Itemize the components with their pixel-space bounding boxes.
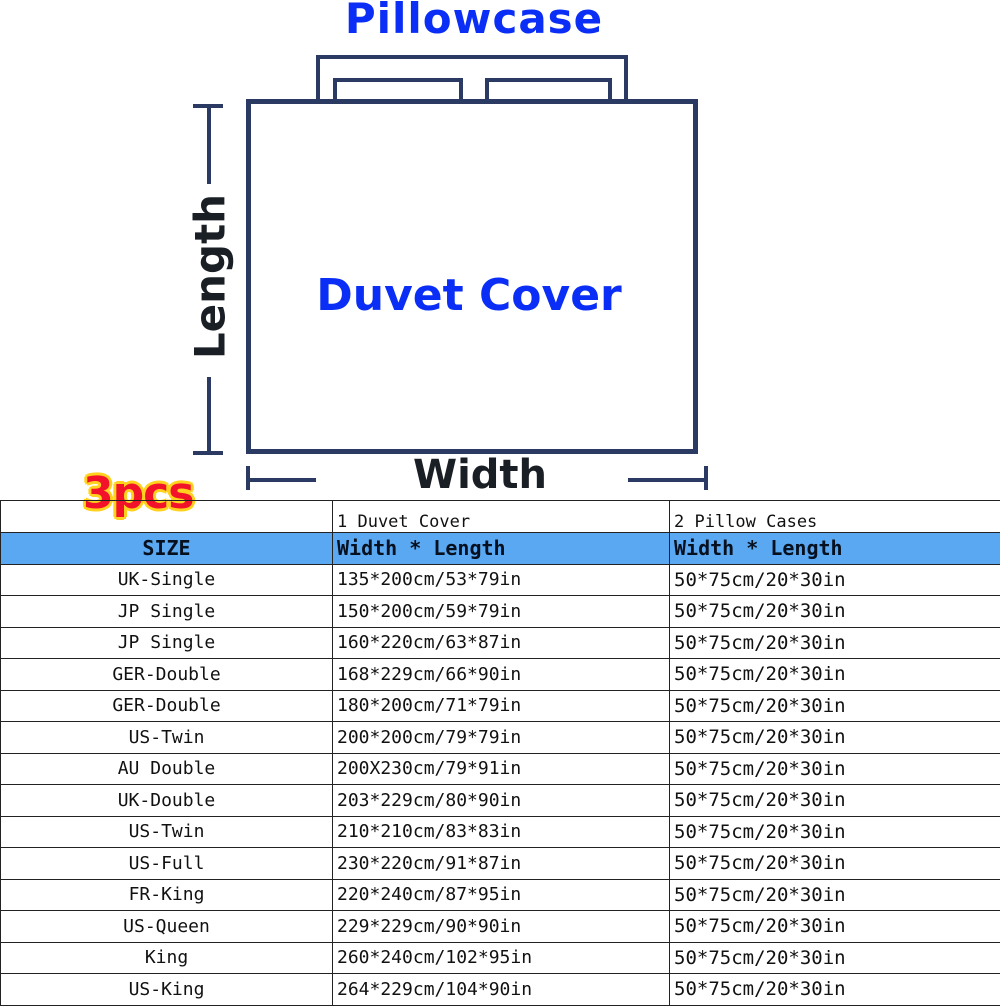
length-arrow-bottom-cap: [193, 451, 223, 455]
pillow-size-cell: 50*75cm/20*30in: [670, 879, 1000, 911]
duvet-size-cell: 135*200cm/53*79in: [333, 564, 670, 596]
pillow-size-cell: 50*75cm/20*30in: [670, 942, 1000, 974]
top-cell-pillow: 2 Pillow Cases: [670, 501, 1000, 533]
header-pillow-dimensions: Width * Length: [670, 533, 1000, 565]
size-cell: JP Single: [1, 627, 333, 659]
pillow-size-cell: 50*75cm/20*30in: [670, 816, 1000, 848]
duvet-size-cell: 150*200cm/59*79in: [333, 596, 670, 628]
size-table: 1 Duvet Cover 2 Pillow Cases SIZE Width …: [0, 500, 1000, 1006]
size-cell: US-Queen: [1, 911, 333, 943]
width-arrow-left: [246, 478, 316, 482]
top-cell-duvet: 1 Duvet Cover: [333, 501, 670, 533]
duvet-size-cell: 264*229cm/104*90in: [333, 974, 670, 1006]
duvet-size-cell: 220*240cm/87*95in: [333, 879, 670, 911]
table-top-row: 1 Duvet Cover 2 Pillow Cases: [1, 501, 1000, 533]
pillow-size-cell: 50*75cm/20*30in: [670, 911, 1000, 943]
duvet-size-cell: 160*220cm/63*87in: [333, 627, 670, 659]
duvet-size-cell: 230*220cm/91*87in: [333, 848, 670, 880]
size-cell: UK-Single: [1, 564, 333, 596]
length-label: Length: [186, 167, 235, 387]
pillow-size-cell: 50*75cm/20*30in: [670, 564, 1000, 596]
duvet-size-cell: 168*229cm/66*90in: [333, 659, 670, 691]
duvet-cover-label: Duvet Cover: [246, 270, 692, 321]
size-cell: FR-King: [1, 879, 333, 911]
size-cell: US-King: [1, 974, 333, 1006]
pillow-size-cell: 50*75cm/20*30in: [670, 659, 1000, 691]
pillowcase-title: Pillowcase: [0, 0, 948, 43]
width-arrow-left-cap: [246, 466, 250, 490]
size-cell: US-Twin: [1, 816, 333, 848]
size-cell: US-Full: [1, 848, 333, 880]
duvet-size-cell: 229*229cm/90*90in: [333, 911, 670, 943]
pillow-size-cell: 50*75cm/20*30in: [670, 722, 1000, 754]
pillow-size-cell: 50*75cm/20*30in: [670, 753, 1000, 785]
width-arrow-right-cap: [704, 466, 708, 490]
pillow-size-cell: 50*75cm/20*30in: [670, 785, 1000, 817]
size-cell: JP Single: [1, 596, 333, 628]
pillow-size-cell: 50*75cm/20*30in: [670, 690, 1000, 722]
duvet-size-cell: 203*229cm/80*90in: [333, 785, 670, 817]
size-cell: King: [1, 942, 333, 974]
size-cell: AU Double: [1, 753, 333, 785]
duvet-size-cell: 180*200cm/71*79in: [333, 690, 670, 722]
pillow-size-cell: 50*75cm/20*30in: [670, 596, 1000, 628]
length-arrow-bottom: [207, 377, 211, 455]
size-cell: US-Twin: [1, 722, 333, 754]
duvet-size-cell: 200*200cm/79*79in: [333, 722, 670, 754]
pillow-size-cell: 50*75cm/20*30in: [670, 974, 1000, 1006]
top-cell-empty: [1, 501, 333, 533]
table-header-row: SIZE Width * Length Width * Length: [1, 533, 1000, 565]
pillow-size-cell: 50*75cm/20*30in: [670, 627, 1000, 659]
length-arrow-top-cap: [193, 104, 223, 108]
header-duvet-dimensions: Width * Length: [333, 533, 670, 565]
duvet-size-cell: 260*240cm/102*95in: [333, 942, 670, 974]
header-size: SIZE: [1, 533, 333, 565]
size-cell: GER-Double: [1, 690, 333, 722]
size-cell: UK-Double: [1, 785, 333, 817]
size-cell: GER-Double: [1, 659, 333, 691]
pillow-size-cell: 50*75cm/20*30in: [670, 848, 1000, 880]
width-label: Width: [380, 452, 580, 498]
width-arrow-right: [628, 478, 708, 482]
duvet-size-cell: 200X230cm/79*91in: [333, 753, 670, 785]
bedding-diagram: Pillowcase Duvet Cover Length Width 3pcs: [0, 0, 1000, 500]
duvet-size-cell: 210*210cm/83*83in: [333, 816, 670, 848]
